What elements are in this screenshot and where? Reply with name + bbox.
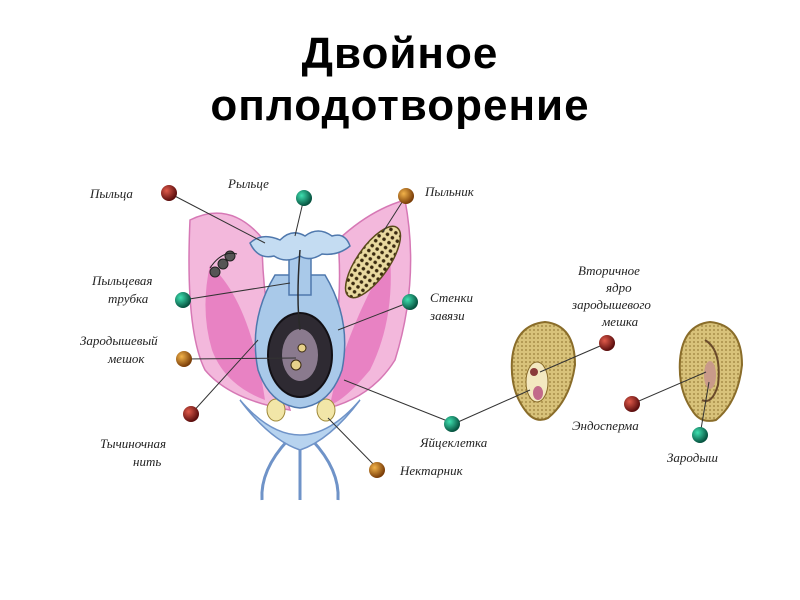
label-secondary-3: зародышевого <box>571 297 651 312</box>
marker-pylnik <box>398 188 414 204</box>
marker-rylce <box>296 190 312 206</box>
marker-filament <box>183 406 199 422</box>
label-sac-2: мешок <box>107 351 145 366</box>
leader-lines <box>168 192 710 469</box>
marker-secondary <box>599 335 615 351</box>
label-rylce: Рыльце <box>227 176 269 191</box>
seed-right-illustration <box>678 320 744 422</box>
egg-cell <box>290 359 302 371</box>
label-tube-2: трубка <box>108 291 149 306</box>
marker-sac <box>176 351 192 367</box>
title-line-1: Двойное <box>301 29 499 78</box>
marker-tube <box>175 292 191 308</box>
label-pylnik: Пыльник <box>424 184 475 199</box>
pollen-tube-line <box>297 249 301 331</box>
label-tube-1: Пыльцевая <box>91 273 152 288</box>
label-sac-1: Зародышевый <box>80 333 158 348</box>
petal-inner-left <box>205 265 265 400</box>
label-endosperm: Эндосперма <box>572 418 639 433</box>
embryo-sac <box>282 329 318 381</box>
stigma <box>249 230 351 261</box>
marker-nectary <box>369 462 385 478</box>
label-nectary: Нектарник <box>399 463 464 478</box>
label-egg: Яйцеклетка <box>419 435 488 450</box>
petal-inner-right <box>330 255 391 405</box>
central-nucleus <box>297 343 307 353</box>
marker-pyltsa <box>161 185 177 201</box>
marker-egg <box>444 416 460 432</box>
flower-illustration <box>188 199 412 501</box>
label-pyltsa: Пыльца <box>89 186 133 201</box>
marker-endosperm <box>624 396 640 412</box>
marker-wall <box>402 294 418 310</box>
label-secondary-1: Вторичное <box>578 263 640 278</box>
markers <box>161 185 708 478</box>
label-filament-1: Тычиночная <box>100 436 166 451</box>
style <box>288 254 312 296</box>
nectary-right <box>316 398 336 422</box>
label-filament-2: нить <box>133 454 161 469</box>
receptacle <box>239 399 361 451</box>
slide-title: Двойное оплодотворение <box>0 28 800 132</box>
pollen-grains <box>209 250 238 278</box>
label-embryo: Зародыш <box>667 450 718 465</box>
label-wall-2: завязи <box>429 308 465 323</box>
label-wall-1: Стенки <box>430 290 474 305</box>
label-secondary-4: мешка <box>601 314 639 329</box>
title-line-2: оплодотворение <box>210 81 590 130</box>
labels: Пыльца Рыльце Пыльник Пыльцевая трубка С… <box>80 176 718 478</box>
marker-embryo <box>692 427 708 443</box>
label-secondary-2: ядро <box>605 280 632 295</box>
anther <box>344 225 402 299</box>
